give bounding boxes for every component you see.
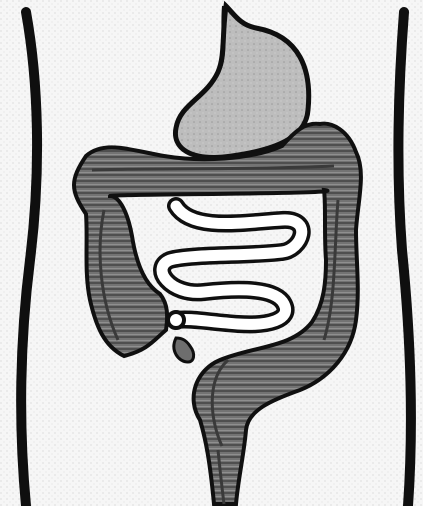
- ileocecal-junction: [168, 312, 184, 328]
